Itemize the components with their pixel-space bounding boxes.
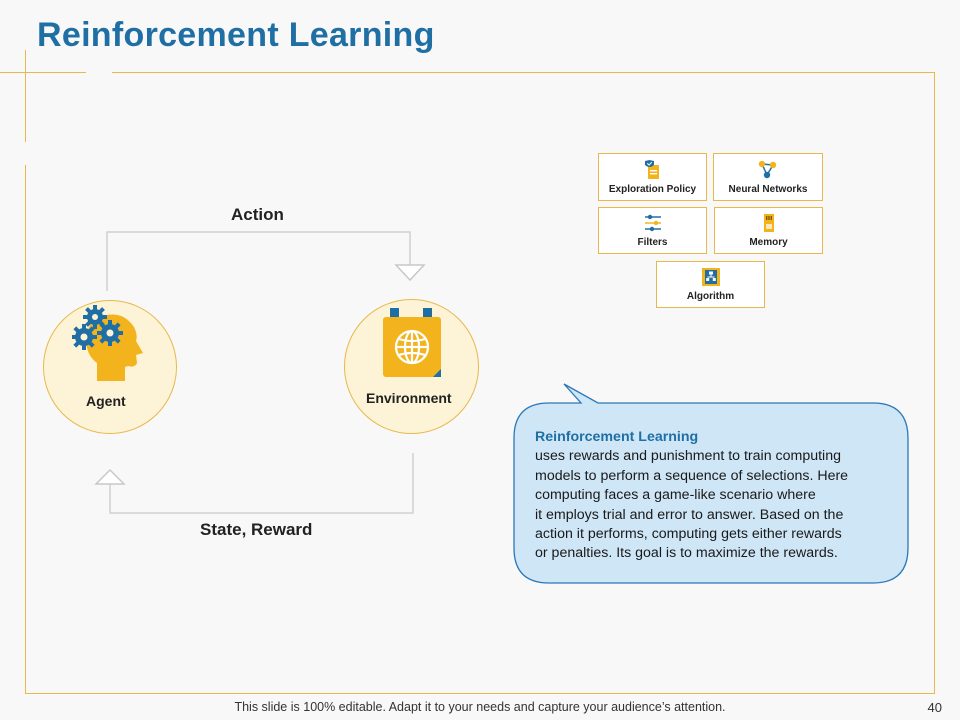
memory-card-icon (763, 214, 774, 232)
card-algorithm: Algorithm (656, 261, 765, 308)
sliders-icon (644, 214, 661, 232)
card-filters: Filters (598, 207, 707, 254)
frame-top-left-line (0, 72, 86, 73)
globe-calendar-icon (383, 308, 441, 377)
network-nodes-icon (758, 160, 777, 178)
card-label: Exploration Policy (608, 183, 697, 195)
agent-node: Agent (43, 300, 177, 434)
page-number: 40 (927, 700, 942, 715)
card-exploration-policy: Exploration Policy (598, 153, 707, 201)
callout-line: action it performs, computing gets eithe… (535, 526, 842, 543)
callout-title: Reinforcement Learning (535, 429, 699, 445)
callout-line: computing faces a game-like scenario whe… (535, 487, 816, 504)
state-reward-connector (109, 453, 414, 514)
environment-label: Environment (366, 390, 452, 406)
card-memory: Memory (714, 207, 823, 254)
frame-bottom-line (25, 693, 935, 694)
state-reward-label: State, Reward (200, 520, 313, 539)
action-arrowhead (394, 264, 426, 282)
page-title: Reinforcement Learning (37, 16, 435, 54)
card-label: Algorithm (686, 291, 735, 302)
flowchart-icon (701, 268, 720, 286)
agent-label: Agent (86, 393, 126, 409)
card-neural-networks: Neural Networks (713, 153, 823, 201)
action-connector (106, 231, 411, 291)
action-label: Action (231, 205, 284, 224)
callout-line: or penalties. Its goal is to maximize th… (535, 545, 838, 562)
frame-top-line (112, 72, 935, 73)
callout-line: models to perform a sequence of selectio… (535, 467, 849, 484)
card-label: Neural Networks (728, 183, 808, 195)
callout-line: uses rewards and punishment to train com… (535, 448, 841, 465)
state-reward-arrowhead (94, 468, 126, 485)
environment-node: Environment (344, 299, 479, 434)
head-gears-icon (72, 305, 143, 381)
frame-left-upper-line (25, 50, 26, 142)
callout-text: Reinforcement Learning uses rewards and … (535, 428, 890, 564)
card-label: Memory (749, 237, 788, 248)
shield-clipboard-icon (644, 159, 659, 179)
frame-left-lower-line (25, 165, 26, 694)
frame-right-line (934, 72, 935, 694)
card-label: Filters (637, 237, 668, 248)
footer-note: This slide is 100% editable. Adapt it to… (234, 700, 726, 714)
speech-bubble (513, 383, 909, 584)
callout-line: it employs trial and error to answer. Ba… (535, 506, 844, 523)
